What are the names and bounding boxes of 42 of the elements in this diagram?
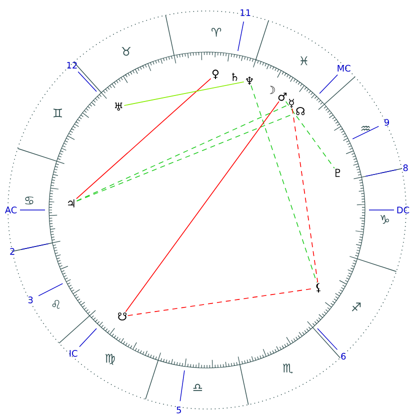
aspect-line xyxy=(76,78,212,200)
zodiac-sign: ♑ xyxy=(380,214,389,224)
planet-glyph: ⚸ xyxy=(316,283,320,293)
planet-glyph: ☽ xyxy=(270,86,275,94)
planet-glyph: ♇ xyxy=(336,168,340,177)
zodiac-sign: ♈ xyxy=(212,28,222,37)
house-label: AC xyxy=(4,206,17,214)
zodiac-sign: ♍ xyxy=(105,354,115,365)
zodiac-sign: ♊ xyxy=(53,108,62,118)
aspect-line xyxy=(292,108,318,283)
planet-glyph: ♆ xyxy=(246,76,253,85)
zodiac-sign: ♓ xyxy=(300,56,308,66)
planet-glyph: ☿ xyxy=(289,98,294,108)
planet-glyph: ♂ xyxy=(278,92,287,101)
aspect-line xyxy=(124,82,244,106)
house-label: 12 xyxy=(67,62,77,69)
house-label: MC xyxy=(338,64,350,72)
house-label: DC xyxy=(397,206,410,214)
planet-glyph: ♀ xyxy=(212,70,219,79)
house-label: 11 xyxy=(240,9,250,16)
aspect-line xyxy=(285,101,335,169)
aspect-line xyxy=(125,101,280,312)
aspect-line xyxy=(250,85,318,283)
zodiac-sign: ♐ xyxy=(352,302,361,312)
planet-glyph: ☊ xyxy=(296,107,305,116)
zodiac-sign: ♏ xyxy=(282,364,293,374)
house-label: 2 xyxy=(10,248,14,255)
zodiac-sign: ♋ xyxy=(25,196,34,204)
planet-glyph: ♄ xyxy=(232,72,238,81)
planet-glyph: ☋ xyxy=(118,312,126,320)
planet-glyph: ♅ xyxy=(115,102,122,111)
zodiac-sign: ♌ xyxy=(52,300,60,309)
planet-glyph: ♃ xyxy=(68,199,74,208)
zodiac-sign: ♒ xyxy=(361,126,370,131)
zodiac-sign: ♉ xyxy=(122,47,130,56)
house-label: 9 xyxy=(384,118,389,126)
house-label: IC xyxy=(70,350,78,357)
house-label: 5 xyxy=(176,406,181,414)
zodiac-sign: ♎ xyxy=(193,384,202,392)
house-label: 3 xyxy=(28,296,33,304)
house-label: 8 xyxy=(403,164,408,172)
house-label: 6 xyxy=(341,352,346,360)
